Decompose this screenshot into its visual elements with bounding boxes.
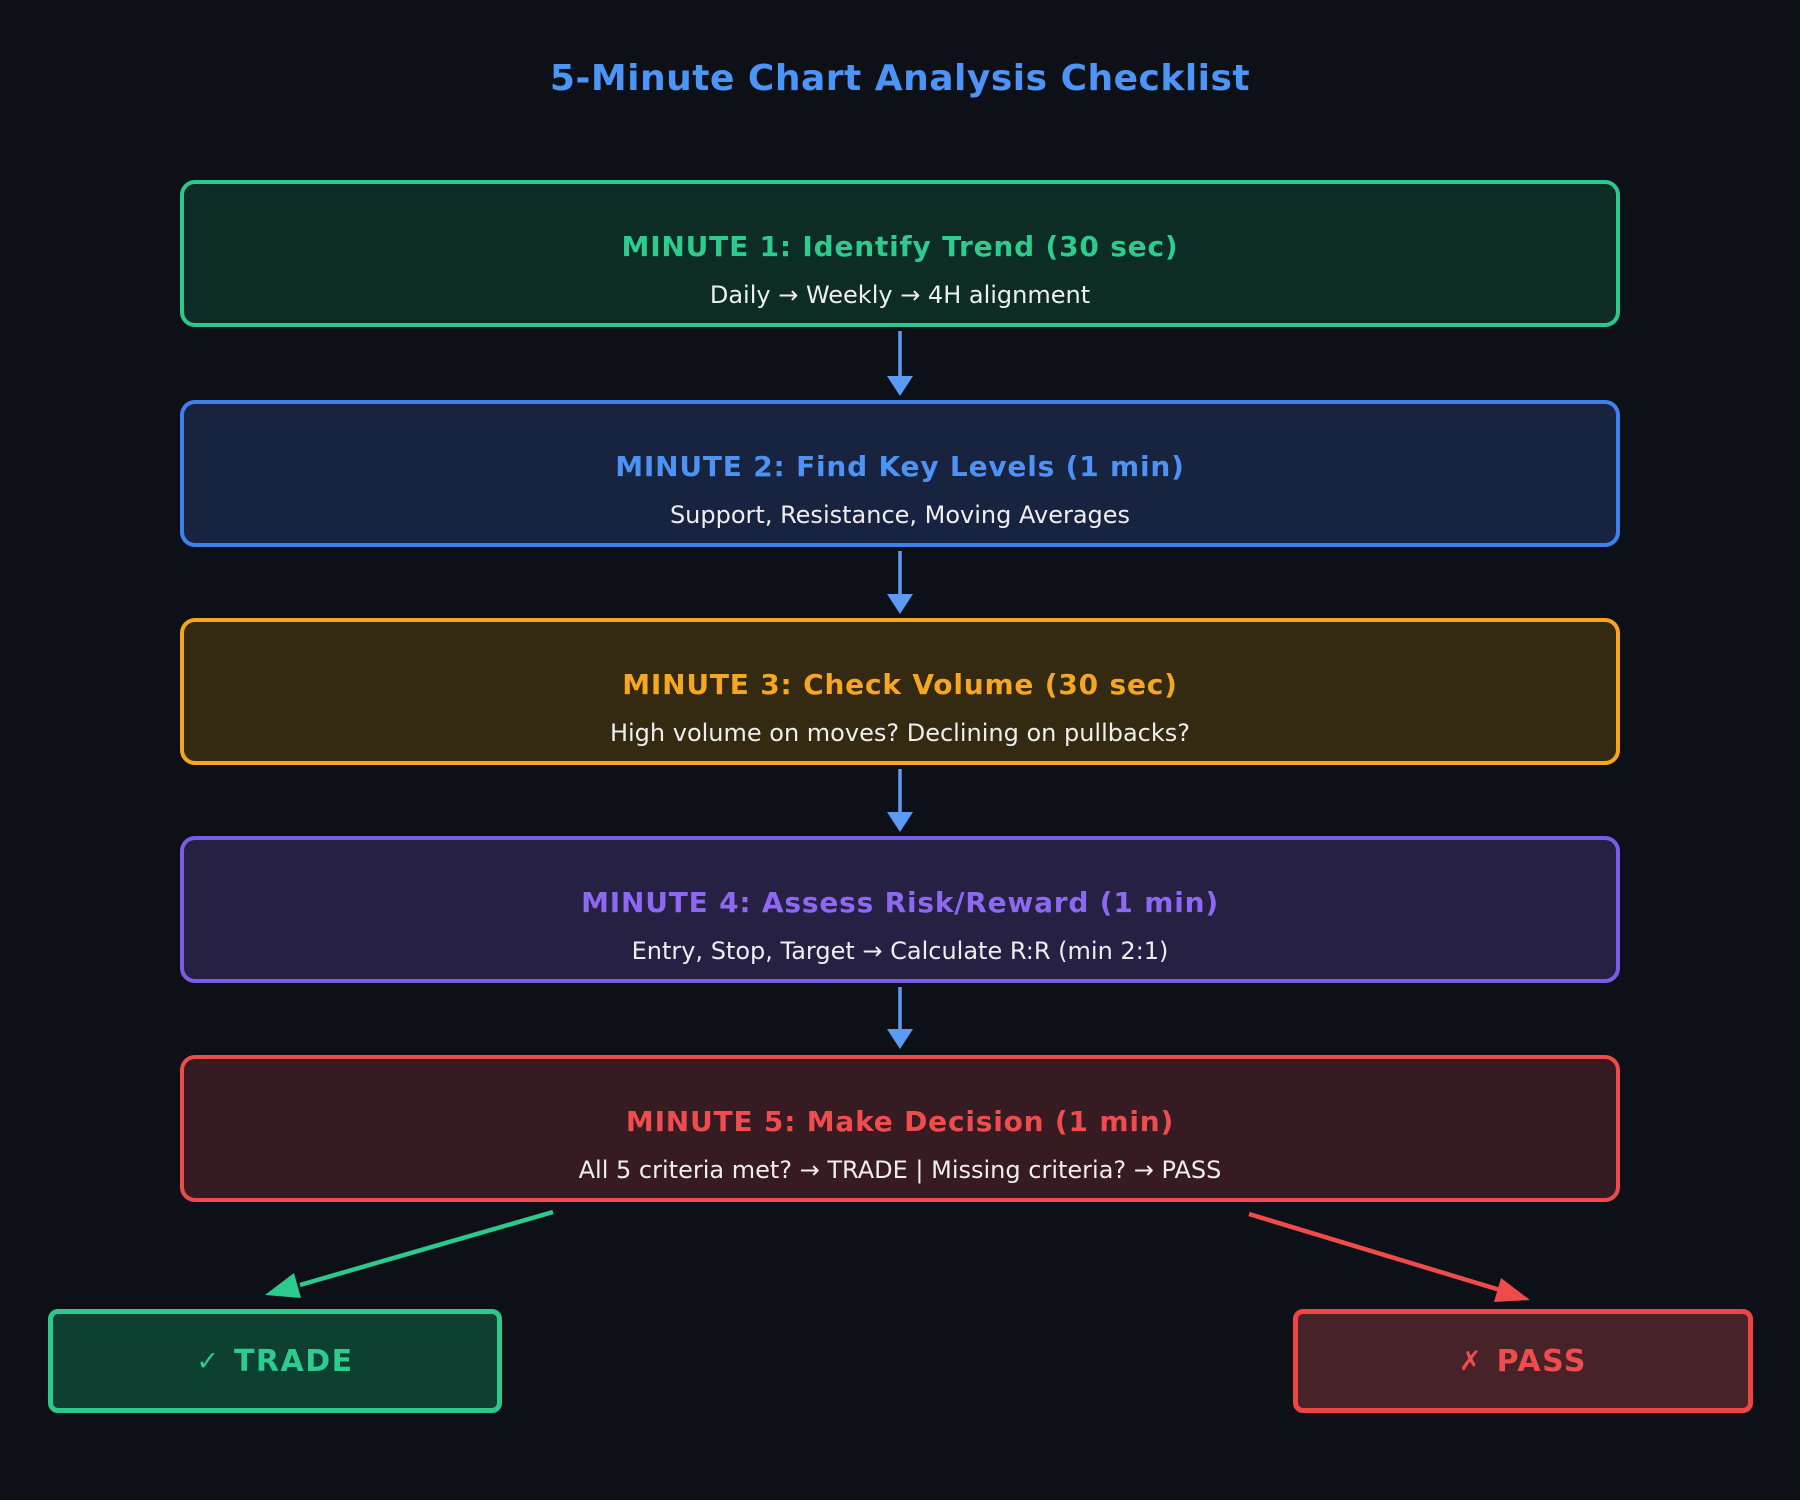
step-title: MINUTE 1: Identify Trend (30 sec): [621, 230, 1179, 263]
step-subtitle: Entry, Stop, Target → Calculate R:R (min…: [631, 937, 1169, 965]
step-title: MINUTE 4: Assess Risk/Reward (1 min): [581, 886, 1219, 919]
step-subtitle: Daily → Weekly → 4H alignment: [709, 281, 1091, 309]
x-icon: ✗: [1459, 1345, 1482, 1377]
step-subtitle: High volume on moves? Declining on pullb…: [609, 719, 1191, 747]
step-title: MINUTE 2: Find Key Levels (1 min): [615, 450, 1185, 483]
pass-arrow: [1248, 1211, 1530, 1302]
step-title: MINUTE 5: Make Decision (1 min): [625, 1105, 1175, 1138]
trade-arrow: [265, 1209, 554, 1298]
flow-arrow-1: [887, 331, 913, 396]
step-box-minute-3: MINUTE 3: Check Volume (30 sec) High vol…: [180, 618, 1620, 765]
step-title: MINUTE 3: Check Volume (30 sec): [622, 668, 1178, 701]
trade-outcome-box: ✓ TRADE: [48, 1309, 502, 1413]
step-subtitle: All 5 criteria met? → TRADE | Missing cr…: [578, 1156, 1222, 1184]
pass-label: PASS: [1496, 1343, 1587, 1379]
flow-arrow-4: [887, 987, 913, 1049]
flow-arrow-3: [887, 769, 913, 832]
check-icon: ✓: [196, 1345, 219, 1377]
flow-arrow-2: [887, 551, 913, 614]
trade-label: TRADE: [233, 1343, 354, 1379]
step-box-minute-2: MINUTE 2: Find Key Levels (1 min) Suppor…: [180, 400, 1620, 547]
step-box-minute-4: MINUTE 4: Assess Risk/Reward (1 min) Ent…: [180, 836, 1620, 983]
pass-outcome-box: ✗ PASS: [1293, 1309, 1753, 1413]
step-box-minute-5: MINUTE 5: Make Decision (1 min) All 5 cr…: [180, 1055, 1620, 1202]
step-box-minute-1: MINUTE 1: Identify Trend (30 sec) Daily …: [180, 180, 1620, 327]
page-title: 5-Minute Chart Analysis Checklist: [549, 58, 1251, 99]
step-subtitle: Support, Resistance, Moving Averages: [669, 501, 1131, 529]
